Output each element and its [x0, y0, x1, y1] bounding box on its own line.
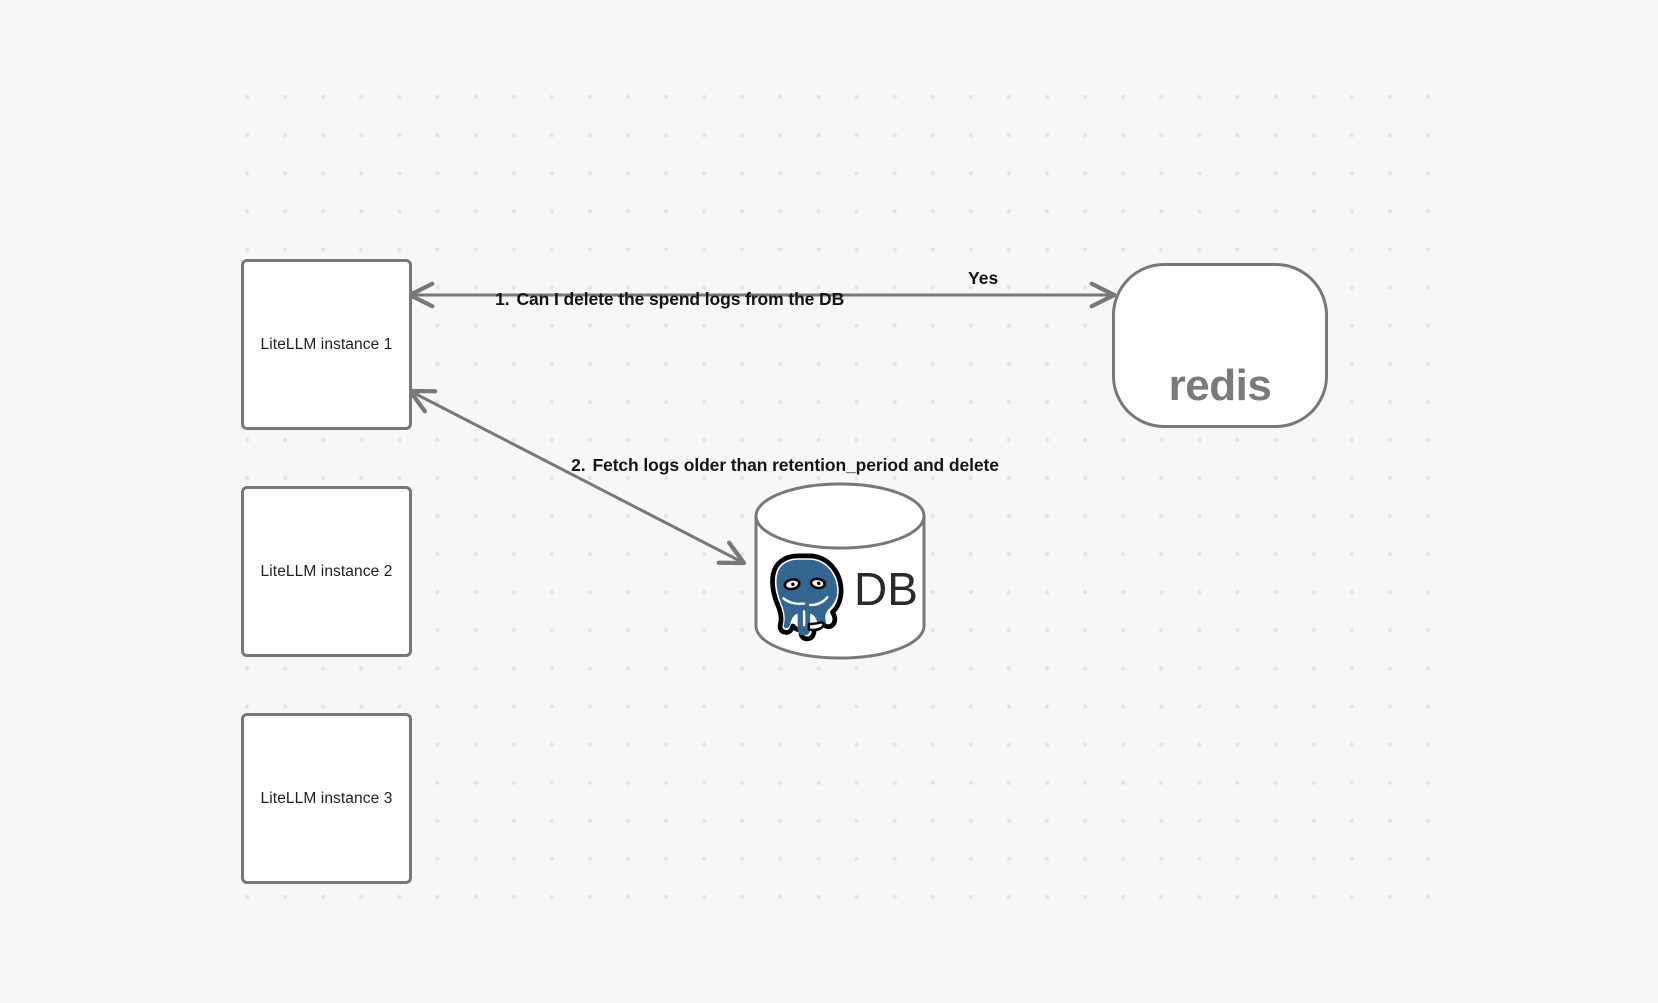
node-litellm-instance-3-label: LiteLLM instance 3: [260, 789, 393, 807]
edge-label-1-answer: Yes: [968, 268, 999, 288]
node-litellm-instance-2[interactable]: LiteLLM instance 2: [241, 486, 412, 657]
node-redis[interactable]: redis: [1112, 263, 1328, 428]
node-litellm-instance-2-label: LiteLLM instance 2: [260, 562, 393, 580]
edge-label-2-number: 2.: [571, 455, 586, 475]
edge-label-1-text: Can I delete the spend logs from the DB: [516, 289, 845, 309]
node-redis-wordmark: redis: [1168, 360, 1272, 410]
edge-label-2-text: Fetch logs older than retention_period a…: [592, 455, 999, 475]
node-db[interactable]: DB: [756, 484, 926, 658]
node-litellm-instance-1[interactable]: LiteLLM instance 1: [241, 259, 412, 430]
edge-label-2: 2. Fetch logs older than retention_period…: [552, 434, 999, 497]
node-litellm-instance-3[interactable]: LiteLLM instance 3: [241, 713, 412, 884]
node-db-label: DB: [854, 563, 918, 615]
edge-label-1-number: 1.: [495, 289, 510, 309]
edge-label-1: 1. Can I delete the spend logs from the D…: [476, 268, 844, 331]
node-litellm-instance-1-label: LiteLLM instance 1: [260, 335, 393, 353]
